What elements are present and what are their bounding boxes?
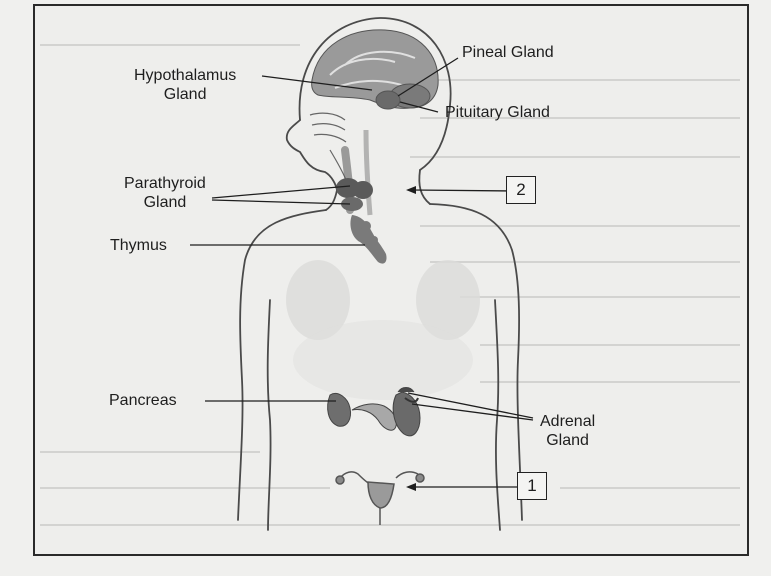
label-parathyroid: Parathyroid Gland <box>124 174 206 212</box>
label-adrenal-line1: Adrenal <box>540 412 595 431</box>
torso-shading <box>286 260 480 400</box>
pointer-parathyroid-b <box>212 200 350 204</box>
label-pituitary: Pituitary Gland <box>445 103 550 122</box>
label-hypothalamus-line1: Hypothalamus <box>134 66 236 85</box>
pointer-box-2 <box>412 190 516 191</box>
brain <box>312 30 438 109</box>
number-box-1: 1 <box>517 472 547 500</box>
label-adrenal-line2: Gland <box>540 431 595 450</box>
label-parathyroid-line1: Parathyroid <box>124 174 206 193</box>
label-parathyroid-line2: Gland <box>124 193 206 212</box>
arrowhead-box-2 <box>406 186 416 194</box>
neck-front <box>326 190 337 210</box>
face-profile <box>287 120 337 190</box>
label-hypothalamus: Hypothalamus Gland <box>134 66 236 104</box>
left-torso-side <box>268 300 271 530</box>
number-box-2: 2 <box>506 176 536 204</box>
thymus-organ <box>350 215 386 264</box>
label-adrenal: Adrenal Gland <box>540 412 595 450</box>
reproductive-organs <box>336 472 424 525</box>
label-thymus: Thymus <box>110 236 167 255</box>
pointer-parathyroid-a <box>212 186 350 198</box>
label-pancreas: Pancreas <box>109 391 177 410</box>
background-text-lines <box>40 45 740 525</box>
label-pineal: Pineal Gland <box>462 43 554 62</box>
neck-back <box>419 170 430 204</box>
label-hypothalamus-line2: Gland <box>134 85 236 104</box>
arrowhead-box-1 <box>406 483 416 491</box>
